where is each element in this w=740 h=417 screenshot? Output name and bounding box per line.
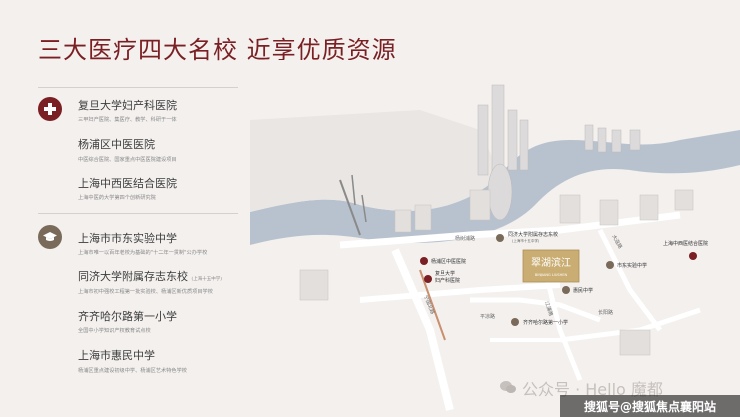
poi-qiqihaer-school: 齐齐哈尔路第一小学 bbox=[511, 318, 568, 326]
svg-text:惠民中学: 惠民中学 bbox=[573, 287, 593, 294]
school-cunzhi-tag: (上海十五中学) bbox=[191, 277, 223, 282]
school-shidong-desc: 上海市唯一以百年老校为基础的"十二年一贯制"公办学校 bbox=[78, 250, 208, 256]
poi-integrated-hospital: 上海中西医结合医院 bbox=[663, 240, 708, 260]
school-cunzhi-desc: 上海市初中强校工程第一批实验校、杨浦区新优质项目学校 bbox=[78, 289, 213, 295]
watermark-text: 公众号 · Hello 魔都 bbox=[522, 380, 663, 399]
svg-text:杨浦区中医医院: 杨浦区中医医院 bbox=[431, 258, 466, 265]
bridge bbox=[339, 174, 367, 236]
school-cunzhi-title: 同济大学附属存志东校 (上海十五中学) bbox=[78, 270, 223, 283]
poi-cunzhi-school: 同济大学附属存志东校 (上海市十五中学) bbox=[496, 231, 558, 243]
road-label-changyang: 长阳路 bbox=[598, 309, 613, 316]
svg-text:市东实验中学: 市东实验中学 bbox=[617, 262, 647, 269]
hospital-integrated-desc: 上海中医药大学第四个创新研究院 bbox=[78, 195, 156, 201]
svg-text:(上海市十五中学): (上海市十五中学) bbox=[512, 238, 540, 243]
section-divider bbox=[38, 213, 238, 214]
school-qiqihaer-desc: 全国中小学知识产权教育试点校 bbox=[78, 328, 151, 334]
road-label-yangshupu: 杨树浦路 bbox=[455, 235, 475, 242]
project-sub-label: BINJIANG LIUSHEN bbox=[535, 273, 568, 277]
school-qiqihaer-title: 齐齐哈尔路第一小学 bbox=[78, 310, 177, 323]
hospital-yangpu-tcm-title: 杨浦区中医医院 bbox=[78, 138, 155, 151]
project-name-label: 翠湖滨江 bbox=[531, 256, 571, 269]
svg-text:妇产科医院: 妇产科医院 bbox=[435, 277, 460, 284]
road-label-jiangpu: 江浦路 bbox=[543, 300, 554, 316]
area-map: 翠湖滨江 BINJIANG LIUSHEN 杨树浦路 宁国北路 平凉路 江浦路 … bbox=[250, 60, 740, 417]
poi-shidong-school: 市东实验中学 bbox=[606, 261, 647, 269]
poi-fudan-hospital: 复旦大学 妇产科医院 bbox=[424, 270, 460, 284]
school-huimin-desc: 杨浦区重点建设初级中学、杨浦区艺术特色学校 bbox=[78, 368, 187, 374]
svg-text:上海中西医结合医院: 上海中西医结合医院 bbox=[663, 240, 708, 247]
poi-huimin-school: 惠民中学 bbox=[562, 286, 593, 294]
graduation-cap-icon bbox=[38, 225, 62, 249]
svg-text:复旦大学: 复旦大学 bbox=[435, 270, 455, 277]
hospital-yangpu-tcm-desc: 中医综合医院、国家重点中医医院建设项目 bbox=[78, 157, 177, 163]
hospital-integrated-title: 上海中西医结合医院 bbox=[78, 177, 177, 190]
school-shidong-title: 上海市市东实验中学 bbox=[78, 232, 177, 245]
footer-text: 搜狐号@搜狐焦点襄阳站 bbox=[583, 399, 716, 414]
hospital-fudan-title: 复旦大学妇产科医院 bbox=[78, 99, 177, 112]
hospital-fudan-desc: 三甲妇产医院、集医疗、教学、科研于一体 bbox=[78, 117, 177, 123]
medical-cross-icon bbox=[38, 97, 62, 121]
page-title: 三大医疗四大名校 近享优质资源 bbox=[38, 36, 397, 64]
poi-yangpu-tcm-hospital: 杨浦区中医医院 bbox=[420, 257, 466, 265]
title-divider bbox=[38, 87, 238, 88]
footer-bar: 搜狐号@搜狐焦点襄阳站 bbox=[560, 395, 740, 417]
school-huimin-title: 上海市惠民中学 bbox=[78, 349, 155, 362]
near-bank-buildings bbox=[299, 189, 694, 356]
project-block bbox=[522, 249, 580, 283]
svg-text:齐齐哈尔路第一小学: 齐齐哈尔路第一小学 bbox=[523, 319, 568, 326]
wechat-icon bbox=[500, 381, 516, 393]
road-label-pingliang: 平凉路 bbox=[480, 313, 495, 320]
svg-text:同济大学附属存志东校: 同济大学附属存志东校 bbox=[508, 231, 558, 238]
skyline-towers bbox=[477, 84, 641, 221]
